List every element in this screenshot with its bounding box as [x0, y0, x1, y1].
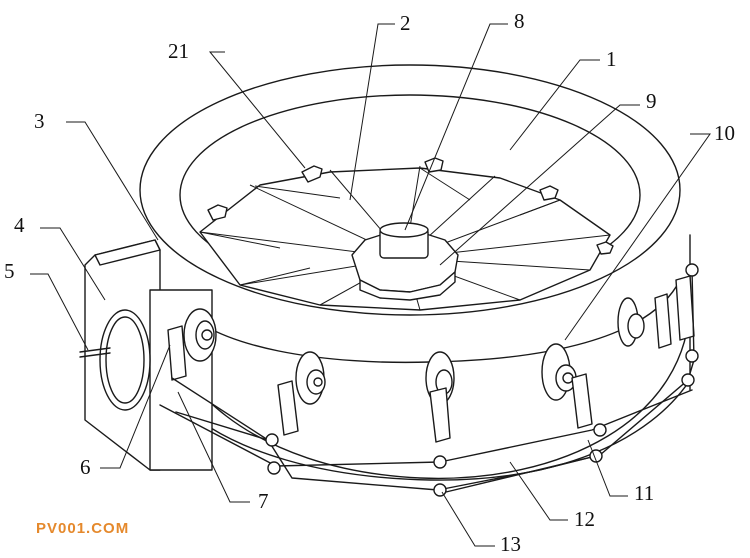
- nozzle: [596, 241, 614, 255]
- label-10: 10: [714, 121, 735, 145]
- label-8: 8: [514, 9, 525, 33]
- label-12: 12: [574, 507, 595, 531]
- label-1: 1: [606, 47, 617, 71]
- label-5: 5: [4, 259, 15, 283]
- part-labels: 21 2 8 1 9 10 3 4 5 6 7 11 12 13: [4, 9, 735, 556]
- bearing-mount: [295, 351, 326, 405]
- nozzle: [301, 165, 323, 183]
- leader-lines: [30, 23, 711, 547]
- nozzle: [539, 185, 559, 201]
- bearing-mount: [617, 297, 645, 347]
- ball-joints: [265, 263, 699, 497]
- label-3: 3: [34, 109, 45, 133]
- label-2: 2: [400, 11, 411, 35]
- bearing-mount: [183, 308, 217, 362]
- label-6: 6: [80, 455, 91, 479]
- swing-arms: [167, 275, 695, 443]
- nozzle: [424, 157, 444, 173]
- central-hub: [351, 222, 459, 301]
- label-4: 4: [14, 213, 25, 237]
- watermark: PV001.COM: [36, 520, 130, 537]
- bearing-mount: [541, 343, 577, 401]
- label-7: 7: [258, 489, 269, 513]
- label-9: 9: [646, 89, 657, 113]
- nozzle: [207, 204, 228, 221]
- label-13: 13: [500, 532, 521, 556]
- label-21: 21: [168, 39, 189, 63]
- nozzle-group: [207, 157, 614, 255]
- label-11: 11: [634, 481, 654, 505]
